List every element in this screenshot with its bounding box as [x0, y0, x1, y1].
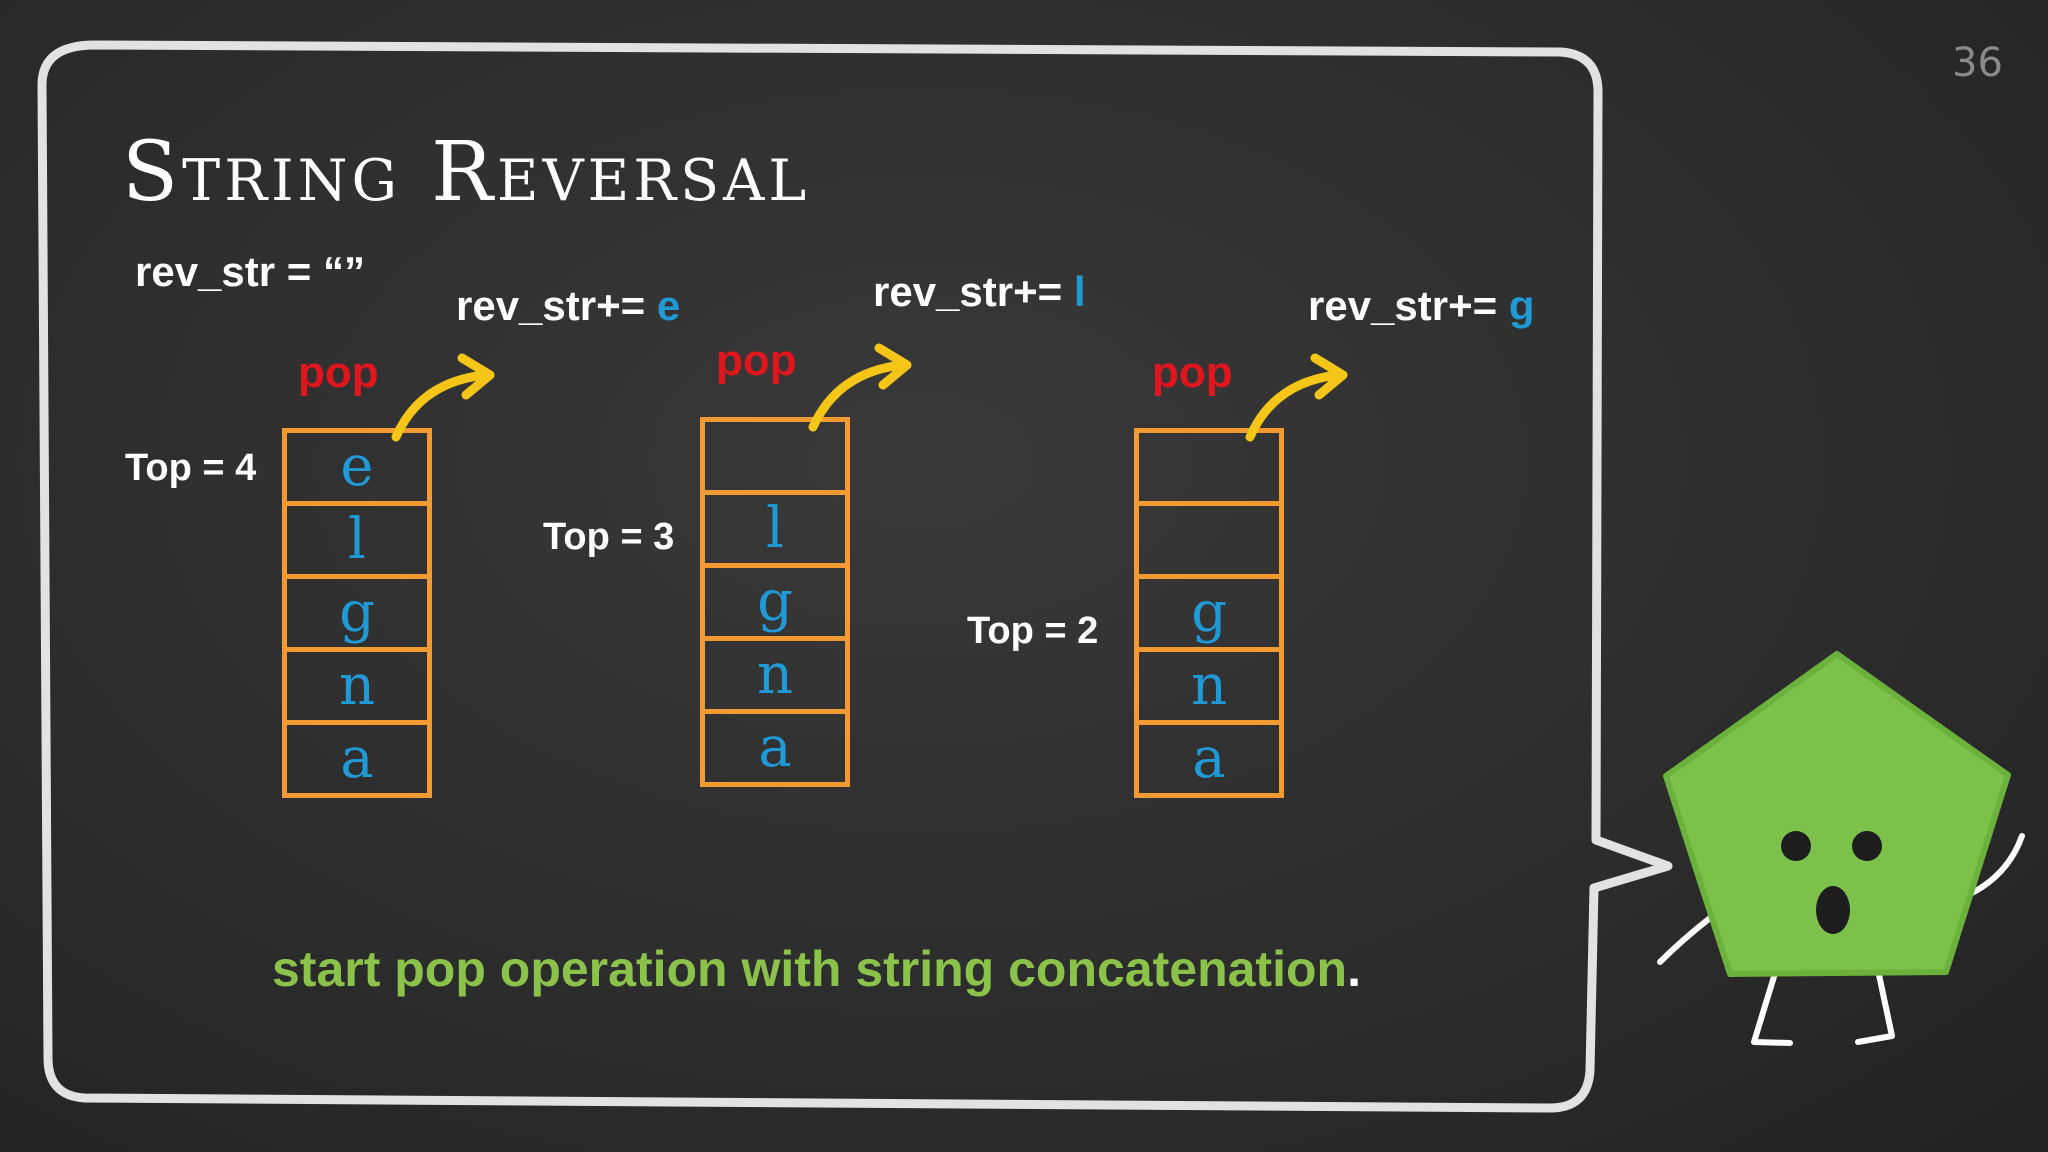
- caption: start pop operation with string concaten…: [272, 940, 1361, 998]
- rev-prefix: rev_str+=: [456, 282, 657, 329]
- stack-cell: a: [700, 709, 850, 787]
- rev-label-1: rev_str+= e: [456, 282, 680, 330]
- page-title: String Reversal: [122, 125, 811, 220]
- rev-char: e: [656, 282, 681, 329]
- curved-arrow-icon: [1310, 353, 1348, 400]
- top-label-2: Top = 3: [543, 516, 675, 558]
- curved-arrow-icon: [1245, 370, 1343, 442]
- rev-label-3: rev_str+= g: [1308, 282, 1535, 330]
- rev-prefix: rev_str+=: [1308, 282, 1509, 329]
- stack-2: l g n a: [700, 417, 850, 787]
- stack-1: e l g n a: [282, 428, 432, 798]
- surprised-pentagon-mascot-icon: [1657, 651, 2025, 1046]
- curved-arrow-icon: [457, 353, 495, 400]
- pop-label-3: pop: [1152, 348, 1233, 397]
- rev-char: g: [1508, 282, 1535, 329]
- top-label-1: Top = 4: [125, 447, 257, 489]
- curved-arrow-icon: [874, 343, 912, 390]
- curved-arrow-icon: [391, 370, 490, 442]
- rev-char: l: [1073, 268, 1086, 315]
- slide-number: 36: [1952, 40, 2003, 86]
- caption-text: start pop operation with string concaten…: [272, 941, 1348, 997]
- top-label-3: Top = 2: [967, 610, 1099, 652]
- pop-label-1: pop: [298, 348, 379, 397]
- stack-cell: a: [282, 720, 432, 798]
- pop-label-2: pop: [716, 336, 797, 385]
- rev-prefix: rev_str+=: [873, 268, 1074, 315]
- stack-3: g n a: [1134, 428, 1284, 798]
- curved-arrow-icon: [808, 360, 907, 432]
- caption-period: .: [1347, 941, 1361, 997]
- rev-label-2: rev_str+= l: [873, 268, 1086, 316]
- init-label: rev_str = “”: [135, 248, 365, 295]
- stack-cell: a: [1134, 720, 1284, 798]
